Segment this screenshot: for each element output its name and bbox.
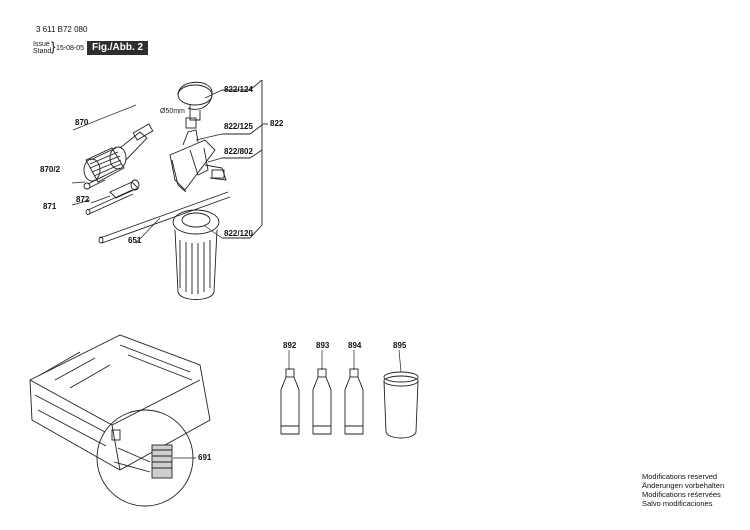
stand-label: Stand xyxy=(33,48,52,55)
label-822-124: 822/124 xyxy=(224,85,253,94)
handle-clamp xyxy=(169,129,227,193)
label-894: 894 xyxy=(348,341,362,350)
chuck-key xyxy=(83,175,106,190)
label-893: 893 xyxy=(316,341,330,350)
drill-chuck xyxy=(83,123,154,183)
issue-date: 15-08-05 xyxy=(56,45,85,52)
label-691: 691 xyxy=(198,453,212,462)
bracket-822 xyxy=(222,79,268,239)
figure-label: Fig./Abb. 2 xyxy=(87,41,149,55)
auxiliary-handle xyxy=(172,209,220,300)
grease-tube-893 xyxy=(312,368,332,435)
grease-tin-895 xyxy=(383,371,419,439)
note-en: Modifications reserved xyxy=(642,472,718,481)
label-822-802: 822/802 xyxy=(224,147,253,156)
note-es: Salvo modificaciones xyxy=(642,499,713,508)
note-fr: Modifications reśervées xyxy=(642,490,721,499)
issue-stand-labels: Issue Stand xyxy=(33,41,51,55)
leader-lines xyxy=(71,89,402,459)
label-871: 871 xyxy=(43,202,57,211)
label-870-2: 870/2 xyxy=(40,165,61,174)
label-822-125: 822/125 xyxy=(224,122,253,131)
label-895: 895 xyxy=(393,341,407,350)
label-822: 822 xyxy=(270,119,284,128)
label-822-120: 822/120 xyxy=(224,229,253,238)
label-651: 651 xyxy=(128,236,142,245)
depth-stop-rod xyxy=(98,191,231,244)
grease-tube-892 xyxy=(280,368,300,435)
modifications-notice: Modifications reserved Änderungen vorbeh… xyxy=(642,472,724,508)
diameter-label: Ø50mm xyxy=(160,108,185,115)
carrying-case xyxy=(29,334,211,507)
dust-collector: Ø50mm xyxy=(160,81,213,129)
document-number: 3 611 B72 080 xyxy=(36,25,88,34)
label-870: 870 xyxy=(75,118,89,127)
label-872: 872 xyxy=(76,195,90,204)
note-de: Änderungen vorbehalten xyxy=(642,481,725,490)
adapter-spindle xyxy=(85,179,140,215)
header-bracket: } xyxy=(51,39,56,54)
label-892: 892 xyxy=(283,341,297,350)
issue-label: Issue xyxy=(33,41,50,48)
grease-tube-894 xyxy=(344,368,364,435)
